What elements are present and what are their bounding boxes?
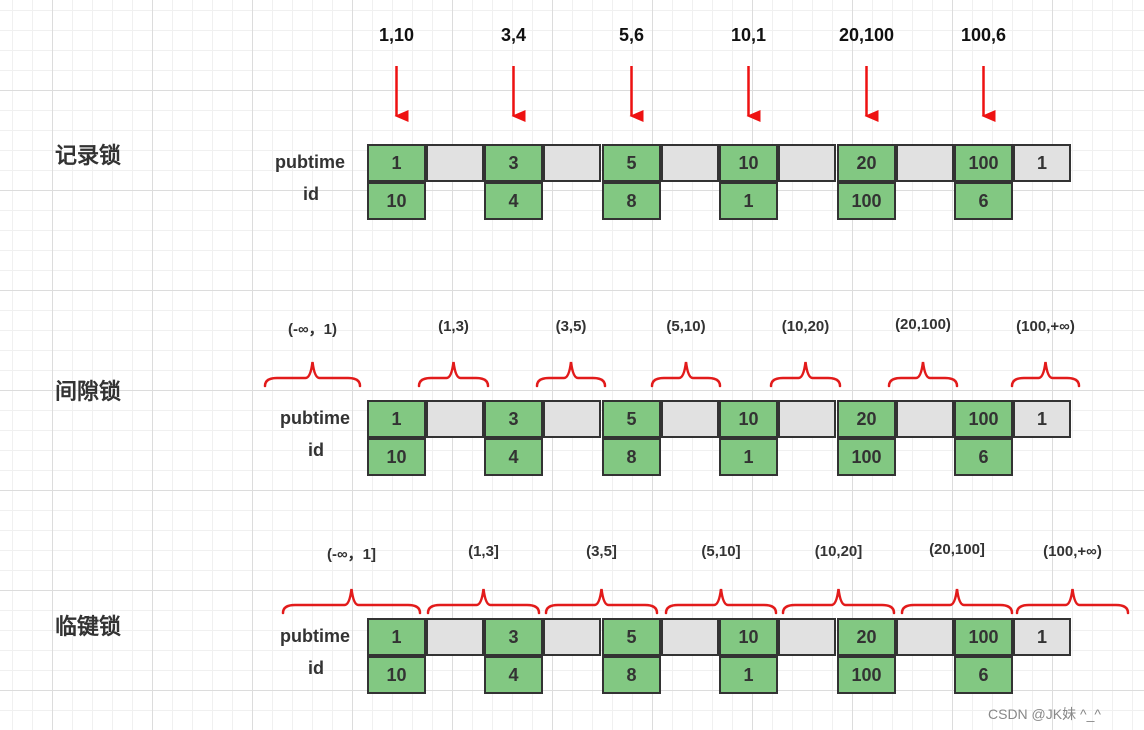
id-cell: 8 — [602, 182, 661, 220]
interval-label: (3,5] — [586, 543, 617, 560]
id-cell: 6 — [954, 656, 1013, 694]
interval-label: (5,10] — [701, 543, 741, 560]
pubtime-cell: 1 — [367, 144, 426, 182]
gap-cell — [543, 400, 601, 438]
gap-cell — [661, 618, 719, 656]
pubtime-cell: 100 — [954, 618, 1013, 656]
gap-cell — [778, 144, 836, 182]
pubtime-cell: 1 — [367, 400, 426, 438]
supremum-cell: 1 — [1013, 400, 1071, 438]
row-label-pubtime: pubtime — [275, 152, 345, 172]
interval-brace — [650, 361, 722, 388]
interval-label: (20,100] — [929, 541, 985, 558]
gap-cell — [426, 618, 484, 656]
interval-brace — [664, 588, 778, 615]
section-title: 间隙锁 — [55, 379, 122, 404]
pubtime-cell: 100 — [954, 400, 1013, 438]
interval-brace — [1010, 361, 1081, 388]
id-cell: 10 — [367, 656, 426, 694]
interval-label: (3,5) — [555, 318, 587, 335]
row-label-pubtime: pubtime — [280, 408, 350, 428]
gap-cell — [426, 400, 484, 438]
id-cell: 8 — [602, 656, 661, 694]
id-cell: 6 — [954, 438, 1013, 476]
gap-cell — [778, 400, 836, 438]
gap-cell — [661, 400, 719, 438]
interval-label: (10,20) — [781, 318, 830, 335]
pubtime-cell: 10 — [719, 400, 778, 438]
pubtime-cell: 5 — [602, 400, 661, 438]
pubtime-cell: 3 — [484, 618, 543, 656]
interval-brace — [1015, 588, 1130, 615]
id-cell: 6 — [954, 182, 1013, 220]
record-marker-label: 1,10 — [378, 25, 415, 45]
row-label-id: id — [308, 658, 324, 678]
section-title: 记录锁 — [55, 143, 122, 168]
id-cell: 100 — [837, 182, 896, 220]
record-marker-label: 3,4 — [500, 25, 527, 45]
pubtime-cell: 20 — [837, 144, 896, 182]
interval-brace — [417, 361, 490, 388]
interval-label: (1,3) — [438, 318, 469, 335]
gap-cell — [426, 144, 484, 182]
id-cell: 100 — [837, 438, 896, 476]
interval-label: (5,10) — [666, 318, 706, 335]
interval-label: (20,100) — [895, 316, 951, 333]
id-cell: 1 — [719, 656, 778, 694]
id-cell: 1 — [719, 438, 778, 476]
interval-brace — [887, 361, 959, 388]
interval-brace — [263, 361, 362, 388]
interval-label: (100,+∞) — [1043, 543, 1102, 560]
gap-cell — [896, 144, 954, 182]
interval-label: (10,20] — [814, 543, 863, 560]
pubtime-cell: 20 — [837, 400, 896, 438]
interval-label: (1,3] — [468, 543, 499, 560]
interval-brace — [769, 361, 842, 388]
record-marker-label: 5,6 — [618, 25, 645, 45]
interval-brace — [535, 361, 607, 388]
interval-label: (100,+∞) — [1016, 318, 1075, 335]
pubtime-cell: 10 — [719, 144, 778, 182]
id-cell: 4 — [484, 656, 543, 694]
interval-brace — [281, 588, 422, 615]
interval-brace — [900, 588, 1014, 615]
row-label-id: id — [303, 184, 319, 204]
gap-cell — [543, 144, 601, 182]
record-marker-label: 20,100 — [838, 25, 895, 45]
interval-label: (-∞，1) — [287, 321, 338, 338]
pubtime-cell: 1 — [367, 618, 426, 656]
interval-brace — [781, 588, 896, 615]
pubtime-cell: 5 — [602, 144, 661, 182]
pubtime-cell: 3 — [484, 144, 543, 182]
gap-cell — [543, 618, 601, 656]
pubtime-cell: 10 — [719, 618, 778, 656]
gap-cell — [778, 618, 836, 656]
interval-label: (-∞，1] — [326, 546, 377, 563]
gap-cell — [896, 618, 954, 656]
record-marker-label: 100,6 — [960, 25, 1007, 45]
row-label-id: id — [308, 440, 324, 460]
id-cell: 4 — [484, 438, 543, 476]
row-label-pubtime: pubtime — [280, 626, 350, 646]
interval-brace — [544, 588, 659, 615]
id-cell: 1 — [719, 182, 778, 220]
gap-cell — [661, 144, 719, 182]
watermark: CSDN @JK妹 ^_^ — [988, 706, 1101, 722]
interval-brace — [426, 588, 541, 615]
pubtime-cell: 3 — [484, 400, 543, 438]
pubtime-cell: 100 — [954, 144, 1013, 182]
supremum-cell: 1 — [1013, 618, 1071, 656]
id-cell: 10 — [367, 438, 426, 476]
id-cell: 10 — [367, 182, 426, 220]
supremum-cell: 1 — [1013, 144, 1071, 182]
id-cell: 4 — [484, 182, 543, 220]
pubtime-cell: 20 — [837, 618, 896, 656]
section-title: 临键锁 — [55, 614, 122, 639]
pubtime-cell: 5 — [602, 618, 661, 656]
gap-cell — [896, 400, 954, 438]
record-marker-label: 10,1 — [730, 25, 767, 45]
id-cell: 8 — [602, 438, 661, 476]
id-cell: 100 — [837, 656, 896, 694]
